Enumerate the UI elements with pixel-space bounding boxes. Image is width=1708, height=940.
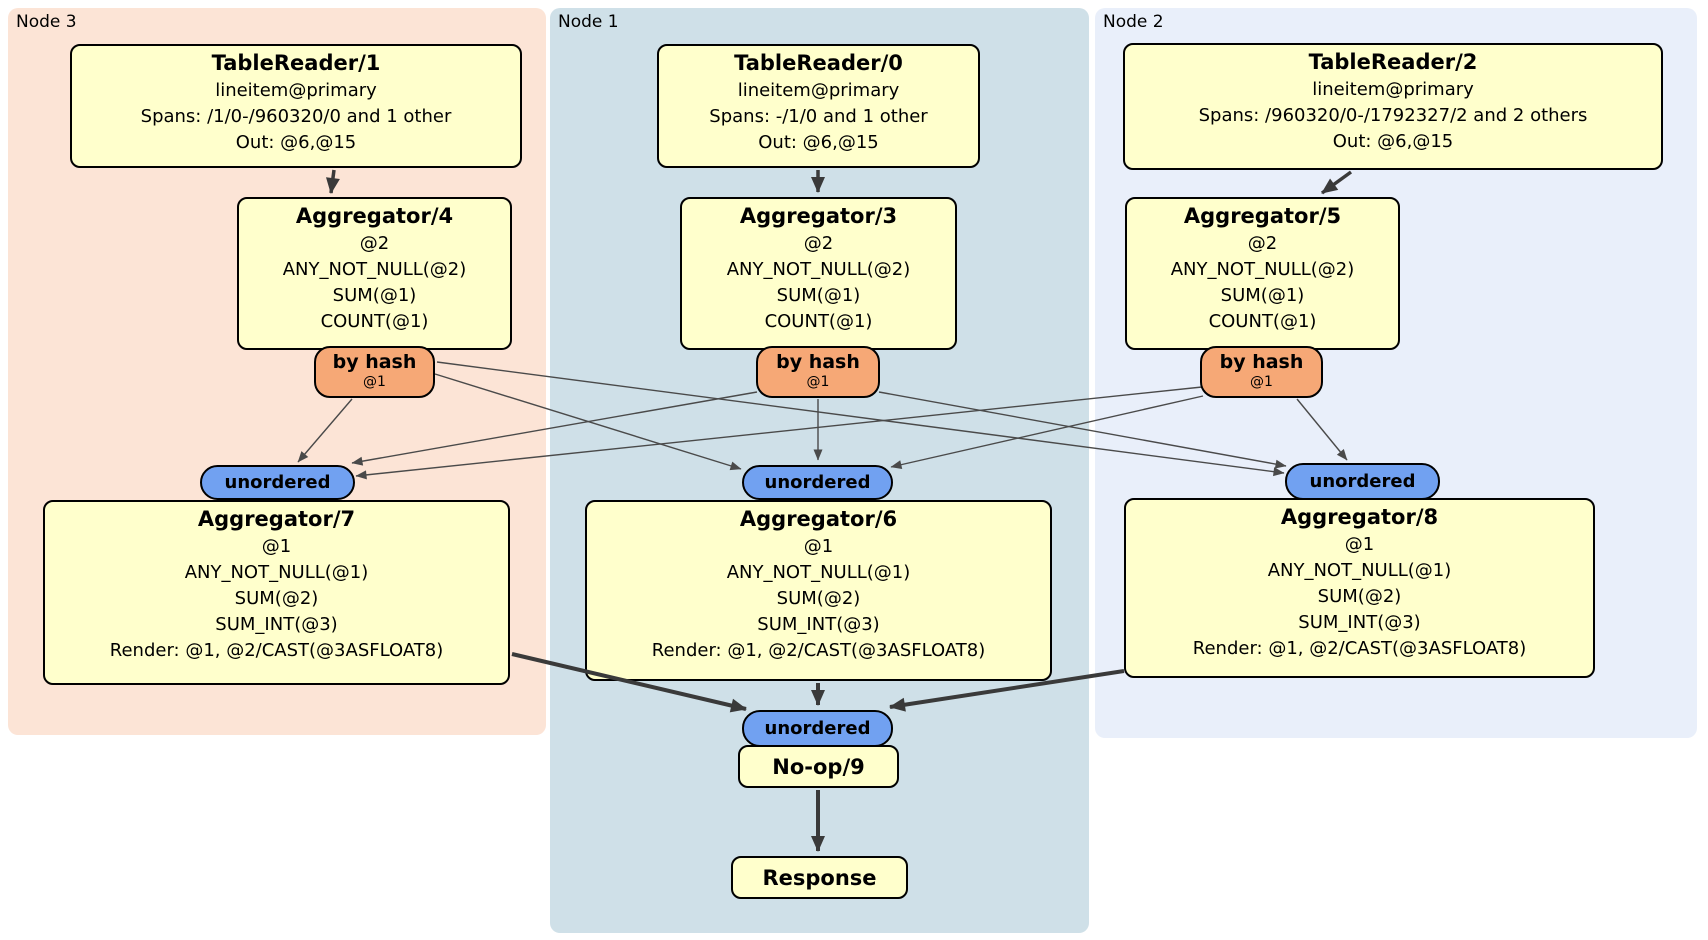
- byhash-router-3-key: @1: [806, 374, 830, 390]
- tablereader-1-title: TableReader/1: [211, 51, 381, 75]
- aggregator-3-box: Aggregator/3 @2 ANY_NOT_NULL(@2) SUM(@1)…: [680, 197, 957, 350]
- tablereader-1-box: TableReader/1 lineitem@primary Spans: /1…: [70, 44, 522, 168]
- aggregator-6-box: Aggregator/6 @1 ANY_NOT_NULL(@1) SUM(@2)…: [585, 500, 1052, 681]
- aggregator-3-fn1: ANY_NOT_NULL(@2): [726, 259, 911, 280]
- unordered-sync-6: unordered: [742, 465, 893, 500]
- tablereader-0-spans: Spans: -/1/0 and 1 other: [709, 106, 928, 127]
- unordered-sync-final-label: unordered: [764, 718, 871, 739]
- tablereader-1-out: Out: @6,@15: [235, 132, 357, 153]
- aggregator-6-fn3: SUM_INT(@3): [757, 614, 880, 635]
- unordered-sync-7: unordered: [200, 465, 355, 500]
- aggregator-7-box: Aggregator/7 @1 ANY_NOT_NULL(@1) SUM(@2)…: [43, 500, 510, 685]
- unordered-sync-7-label: unordered: [224, 472, 331, 493]
- node1-label: Node 1: [558, 12, 619, 32]
- aggregator-4-box: Aggregator/4 @2 ANY_NOT_NULL(@2) SUM(@1)…: [237, 197, 512, 350]
- aggregator-3-group: @2: [803, 233, 834, 254]
- aggregator-4-group: @2: [359, 233, 390, 254]
- tablereader-1-index: lineitem@primary: [215, 80, 377, 101]
- aggregator-7-render: Render: @1, @2/CAST(@3ASFLOAT8): [109, 640, 444, 661]
- aggregator-6-group: @1: [803, 536, 834, 557]
- unordered-sync-8: unordered: [1285, 463, 1440, 500]
- aggregator-6-fn2: SUM(@2): [776, 588, 861, 609]
- tablereader-2-out: Out: @6,@15: [1332, 131, 1454, 152]
- byhash-router-4: by hash @1: [314, 346, 435, 398]
- aggregator-5-fn2: SUM(@1): [1220, 285, 1305, 306]
- aggregator-8-fn3: SUM_INT(@3): [1298, 612, 1421, 633]
- aggregator-4-title: Aggregator/4: [295, 204, 454, 228]
- aggregator-6-fn1: ANY_NOT_NULL(@1): [726, 562, 911, 583]
- aggregator-7-group: @1: [261, 536, 292, 557]
- aggregator-5-box: Aggregator/5 @2 ANY_NOT_NULL(@2) SUM(@1)…: [1125, 197, 1400, 350]
- byhash-router-5: by hash @1: [1200, 346, 1323, 398]
- aggregator-4-fn1: ANY_NOT_NULL(@2): [282, 259, 467, 280]
- noop-9-box: No-op/9: [738, 745, 899, 788]
- aggregator-8-fn2: SUM(@2): [1317, 586, 1402, 607]
- aggregator-3-fn3: COUNT(@1): [764, 311, 873, 332]
- node3-label: Node 3: [16, 12, 77, 32]
- aggregator-8-fn1: ANY_NOT_NULL(@1): [1267, 560, 1452, 581]
- unordered-sync-8-label: unordered: [1309, 471, 1416, 492]
- aggregator-5-fn1: ANY_NOT_NULL(@2): [1170, 259, 1355, 280]
- aggregator-4-fn3: COUNT(@1): [320, 311, 429, 332]
- byhash-router-5-key: @1: [1250, 374, 1273, 390]
- tablereader-2-spans: Spans: /960320/0-/1792327/2 and 2 others: [1198, 105, 1588, 126]
- node2-label: Node 2: [1103, 12, 1164, 32]
- byhash-router-5-label: by hash: [1219, 351, 1304, 373]
- unordered-sync-6-label: unordered: [764, 472, 871, 493]
- aggregator-7-fn3: SUM_INT(@3): [215, 614, 338, 635]
- aggregator-8-group: @1: [1344, 534, 1375, 555]
- tablereader-0-box: TableReader/0 lineitem@primary Spans: -/…: [657, 44, 980, 168]
- aggregator-5-group: @2: [1247, 233, 1278, 254]
- aggregator-5-title: Aggregator/5: [1183, 204, 1342, 228]
- aggregator-3-title: Aggregator/3: [739, 204, 898, 228]
- aggregator-5-fn3: COUNT(@1): [1208, 311, 1317, 332]
- byhash-router-4-key: @1: [363, 374, 386, 390]
- byhash-router-3: by hash @1: [756, 346, 880, 398]
- tablereader-2-box: TableReader/2 lineitem@primary Spans: /9…: [1123, 43, 1663, 170]
- tablereader-2-index: lineitem@primary: [1312, 79, 1474, 100]
- unordered-sync-final: unordered: [742, 710, 893, 747]
- response-box: Response: [731, 856, 908, 899]
- aggregator-7-title: Aggregator/7: [197, 507, 356, 531]
- tablereader-1-spans: Spans: /1/0-/960320/0 and 1 other: [140, 106, 452, 127]
- tablereader-2-title: TableReader/2: [1308, 50, 1478, 74]
- tablereader-0-index: lineitem@primary: [737, 80, 900, 101]
- byhash-router-3-label: by hash: [776, 351, 860, 373]
- aggregator-3-fn2: SUM(@1): [776, 285, 861, 306]
- aggregator-4-fn2: SUM(@1): [332, 285, 417, 306]
- aggregator-7-fn1: ANY_NOT_NULL(@1): [184, 562, 369, 583]
- aggregator-8-title: Aggregator/8: [1280, 505, 1439, 529]
- tablereader-0-out: Out: @6,@15: [758, 132, 879, 153]
- aggregator-8-render: Render: @1, @2/CAST(@3ASFLOAT8): [1192, 638, 1527, 659]
- response-title: Response: [762, 865, 877, 890]
- tablereader-0-title: TableReader/0: [734, 51, 903, 75]
- aggregator-7-fn2: SUM(@2): [234, 588, 319, 609]
- noop-9-title: No-op/9: [772, 754, 865, 779]
- aggregator-8-box: Aggregator/8 @1 ANY_NOT_NULL(@1) SUM(@2)…: [1124, 498, 1595, 678]
- byhash-router-4-label: by hash: [332, 351, 417, 373]
- aggregator-6-title: Aggregator/6: [739, 507, 898, 531]
- aggregator-6-render: Render: @1, @2/CAST(@3ASFLOAT8): [651, 640, 986, 661]
